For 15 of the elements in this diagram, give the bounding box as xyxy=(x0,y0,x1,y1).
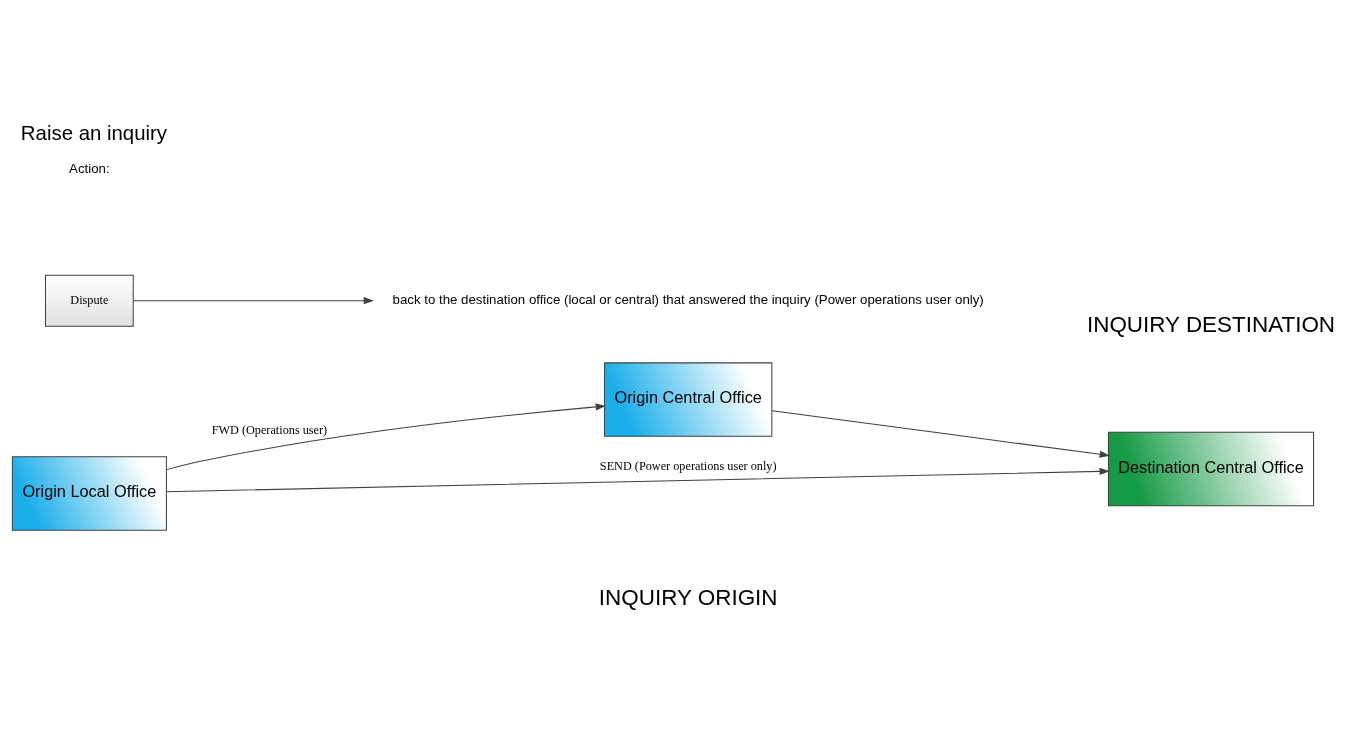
arrow xyxy=(771,409,1110,458)
node-box: Origin Local Office xyxy=(11,455,167,531)
arrow xyxy=(165,467,1110,492)
node-box: Destination Central Office xyxy=(1108,431,1315,506)
label: INQUIRY DESTINATION xyxy=(1086,311,1336,337)
label: INQUIRY ORIGIN xyxy=(598,584,778,610)
diagram-title: Raise an inquiry xyxy=(20,121,168,144)
edge-label: FWD (Operations user) xyxy=(211,422,328,437)
label: Action: xyxy=(69,160,110,176)
arrow xyxy=(166,402,606,470)
edge-label: SEND (Power operations user only) xyxy=(599,458,777,473)
node-box: Dispute xyxy=(45,274,134,327)
arrow xyxy=(132,296,374,304)
node-text: back to the destination office (local or central) that answered the inquiry (Power operations user only) xyxy=(392,291,984,307)
node-box: Origin Central Office xyxy=(604,361,773,437)
